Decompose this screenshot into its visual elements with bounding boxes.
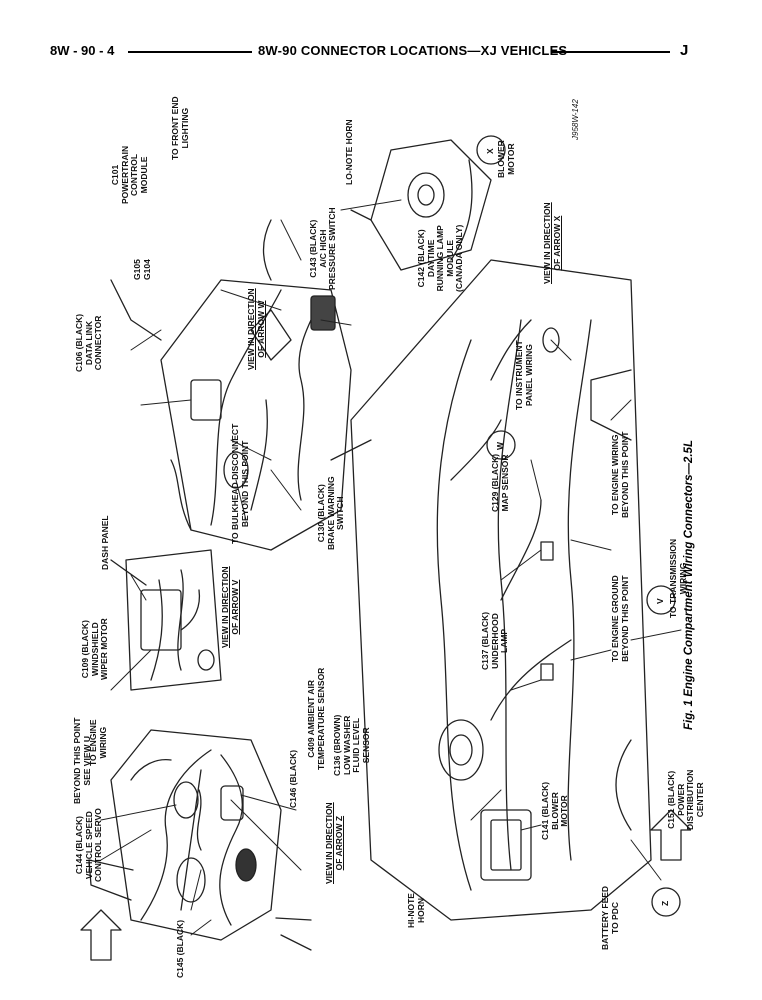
arrow-v-letter: V <box>655 598 665 604</box>
label-c106: C106 (BLACK) DATA LINK CONNECTOR <box>74 313 103 372</box>
label-to-engine-wiring-2: TO ENGINE WIRING BEYOND THIS POINT <box>610 431 630 518</box>
section-letter: J <box>680 42 689 59</box>
label-hi-note-horn: HI-NOTE HORN <box>406 893 426 928</box>
label-c130: C130 (BLACK) BRAKE WARNING SWITCH <box>316 476 345 550</box>
page-number: 8W - 90 - 4 <box>50 43 115 58</box>
direction-arrows <box>80 135 691 961</box>
leader-lines <box>100 199 682 936</box>
figure-caption: Fig. 1 Engine Compartment Wiring Connect… <box>683 440 695 730</box>
wiring-diagram-drawing <box>80 135 691 961</box>
label-c101: C101 POWERTRAIN CONTROL MODULE <box>110 145 149 204</box>
view-x-drawing <box>350 139 492 271</box>
arrow-w-letter: W <box>495 441 505 450</box>
header-rule-left <box>128 51 252 53</box>
header-rule-right <box>552 51 670 53</box>
label-blower-motor-x: BLOWER MOTOR <box>496 140 516 178</box>
figure-stage: C145 (BLACK) C144 (BLACK) VEHICLE SPEED … <box>71 96 705 980</box>
label-c409: C409 AMBIENT AIR TEMPERATURE SENSOR <box>306 667 326 770</box>
figure-code: J958W-142 <box>571 99 580 140</box>
section-title: 8W-90 CONNECTOR LOCATIONS—XJ VEHICLES <box>258 43 568 58</box>
arrow-z-letter: Z <box>660 900 670 906</box>
view-z-drawing <box>88 729 312 951</box>
label-c129: C129 (BLACK) MAP SENSOR <box>490 453 510 512</box>
label-to-bulkhead: TO BULKHEAD DISCONNECT BEYOND THIS POINT <box>230 423 250 544</box>
engine-harness-drawing <box>350 259 652 921</box>
label-view-z: VIEW IN DIRECTION OF ARROW Z <box>324 802 344 884</box>
label-to-engine-ground: TO ENGINE GROUND BEYOND THIS POINT <box>610 575 630 662</box>
label-view-v: VIEW IN DIRECTION OF ARROW V <box>220 566 240 648</box>
label-c109: C109 (BLACK) WINDSHIELD WIPER MOTOR <box>80 618 109 680</box>
view-v-drawing <box>110 549 222 691</box>
label-dash-panel: DASH PANEL <box>100 515 110 570</box>
label-view-w: VIEW IN DIRECTION OF ARROW W <box>246 288 266 370</box>
fwd-arrow-label-bottom: FWD <box>665 830 675 850</box>
label-c146: C146 (BLACK) <box>288 749 298 808</box>
label-c136: C136 (BROWN) LOW WASHER FLUID LEVEL SENS… <box>332 714 371 776</box>
label-to-instrument: TO INSTRUMENT PANEL WIRING <box>514 340 534 410</box>
label-c141: C141 (BLACK) BLOWER MOTOR <box>540 781 569 840</box>
label-c145: C145 (BLACK) <box>175 919 185 978</box>
label-battery-feed: BATTERY FEED TO PDC <box>600 885 620 950</box>
label-c144: C144 (BLACK) VEHICLE SPEED CONTROL SERVO <box>74 808 103 882</box>
label-to-engine-wiring: TO ENGINE WIRING <box>88 719 108 766</box>
label-lo-note-horn: LO-NOTE HORN <box>344 119 354 185</box>
label-c137: C137 (BLACK) UNDERHOOD LAMP <box>480 611 509 670</box>
view-w-drawing <box>110 219 372 551</box>
fwd-arrow-label-top: FWD <box>95 928 105 948</box>
label-c151: C151 (BLACK) POWER DISTRIBUTION CENTER <box>666 769 705 830</box>
label-c142: C142 (BLACK) DAYTIME RUNNING LAMP MODULE… <box>416 224 464 292</box>
page-header: 8W - 90 - 4 8W-90 CONNECTOR LOCATIONS—XJ… <box>0 0 762 70</box>
label-c143: C143 (BLACK) A/C HIGH PRESSURE SWITCH <box>308 207 337 290</box>
label-g105: G105 G104 <box>132 259 152 280</box>
label-to-front-end: TO FRONT END LIGHTING <box>170 96 190 160</box>
label-view-x: VIEW IN DIRECTION OF ARROW X <box>542 202 562 284</box>
arrow-x-letter: X <box>485 148 495 154</box>
